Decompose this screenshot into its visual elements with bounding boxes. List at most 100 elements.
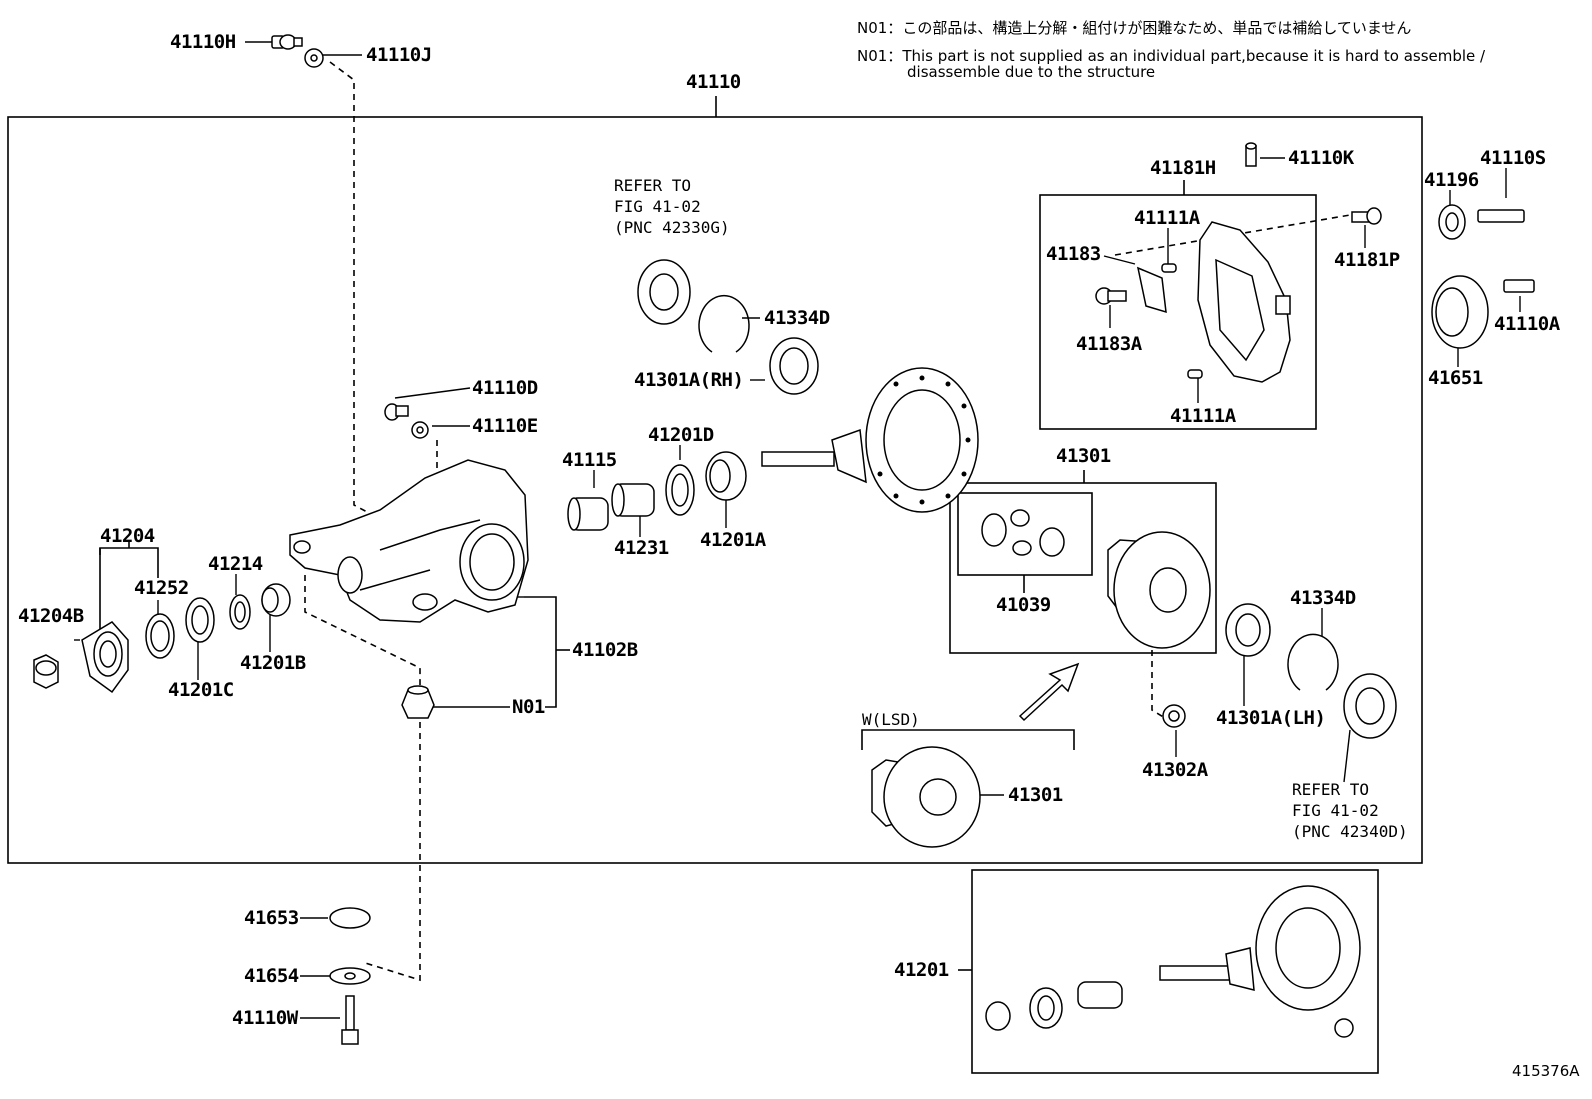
bolt-41110D-icon — [384, 403, 409, 421]
part-label-41301A-LH[interactable]: 41301A(LH) — [1216, 707, 1326, 729]
ref-bot-line3: (PNC 42340D) — [1292, 822, 1408, 841]
spider-gear-set-41039-icon — [981, 509, 1065, 557]
part-label-41334D-bot[interactable]: 41334D — [1290, 587, 1356, 609]
diff-case-lsd-41301-icon — [871, 746, 981, 848]
gear-kit-41201-icon — [985, 885, 1361, 1038]
flange-41204-icon — [81, 621, 129, 694]
part-label-41110[interactable]: 41110 — [686, 71, 741, 93]
note-en-line2: disassemble due to the structure — [907, 63, 1156, 81]
part-label-N01[interactable]: N01 — [512, 696, 545, 718]
plug-41110K-icon — [1245, 142, 1257, 167]
group-box-41039 — [957, 492, 1093, 576]
part-label-41301-top[interactable]: 41301 — [1056, 445, 1111, 467]
part-label-41110E[interactable]: 41110E — [472, 415, 538, 437]
part-label-41110K[interactable]: 41110K — [1288, 147, 1354, 169]
part-label-41110H[interactable]: 41110H — [170, 31, 236, 53]
collar-41231-icon — [611, 483, 655, 517]
note-en-line1: N01：This part is not supplied as an indi… — [857, 48, 1485, 65]
diff-case-41301-icon — [1107, 531, 1211, 649]
bolt-41110W-icon — [341, 995, 359, 1045]
ref-top-line1: REFER TO — [614, 176, 692, 195]
part-label-41111A-top[interactable]: 41111A — [1134, 207, 1200, 229]
part-label-41214[interactable]: 41214 — [208, 553, 263, 575]
bolt-41181P-icon — [1351, 207, 1382, 225]
washer-41201D-icon — [665, 464, 695, 516]
ref-bot-line2: FIG 41-02 — [1292, 801, 1379, 820]
part-label-41204B[interactable]: 41204B — [18, 605, 84, 627]
part-label-41201C[interactable]: 41201C — [168, 679, 234, 701]
part-label-41110A[interactable]: 41110A — [1494, 313, 1560, 335]
part-label-41110W[interactable]: 41110W — [232, 1007, 298, 1029]
note-jp: N01：この部品は、構造上分解・組付けが困難なため、単品では補給していません — [857, 20, 1411, 37]
rear-cover-41181H-icon — [1197, 221, 1291, 383]
part-label-41201D[interactable]: 41201D — [648, 424, 714, 446]
note-jp-text: この部品は、構造上分解・組付けが困難なため、単品では補給していません — [902, 19, 1412, 37]
part-label-41110J[interactable]: 41110J — [366, 44, 432, 66]
oil-seal-ref-bot-icon — [1343, 673, 1397, 739]
bolt-41183A-icon — [1095, 287, 1127, 305]
figure-id: 415376A — [1512, 1062, 1580, 1080]
ref-bot-line1: REFER TO — [1292, 780, 1370, 799]
bolt-41110H-icon — [271, 34, 303, 50]
part-label-41110S[interactable]: 41110S — [1480, 147, 1546, 169]
part-label-41039[interactable]: 41039 — [996, 594, 1051, 616]
part-label-41654[interactable]: 41654 — [244, 965, 299, 987]
part-label-41301-lsd[interactable]: 41301 — [1008, 784, 1063, 806]
note-jp-prefix: N01： — [857, 19, 903, 37]
bearing-41301A-RH-icon — [769, 337, 819, 395]
gasket-41183-icon — [1136, 266, 1167, 314]
part-label-41111A-bot[interactable]: 41111A — [1170, 405, 1236, 427]
spacer-41115-icon — [567, 497, 609, 531]
part-label-41201A[interactable]: 41201A — [700, 529, 766, 551]
bolt-41110S-icon — [1477, 209, 1525, 223]
mount-N01-icon — [401, 685, 435, 719]
part-label-41231[interactable]: 41231 — [614, 537, 669, 559]
ring-pinion-gear-icon — [761, 367, 979, 513]
part-label-41181P[interactable]: 41181P — [1334, 249, 1400, 271]
part-label-41302A[interactable]: 41302A — [1142, 759, 1208, 781]
bearing-41301A-LH-icon — [1225, 603, 1271, 657]
part-label-41183A[interactable]: 41183A — [1076, 333, 1142, 355]
part-label-41181H[interactable]: 41181H — [1150, 157, 1216, 179]
label-w-lsd: W(LSD) — [862, 710, 920, 729]
bolt-41302A-icon — [1162, 704, 1186, 728]
part-label-41204[interactable]: 41204 — [100, 525, 155, 547]
note-en-text: This part is not supplied as an individu… — [902, 47, 1486, 65]
ref-top-line2: FIG 41-02 — [614, 197, 701, 216]
oil-seal-ref-top-icon — [637, 259, 691, 325]
part-label-41301A-RH[interactable]: 41301A(RH) — [634, 369, 744, 391]
washer-41654-icon — [329, 967, 371, 985]
bearing-41201A-icon — [705, 451, 747, 501]
washer-41110J-icon — [304, 48, 324, 68]
cushion-41653-icon — [329, 907, 371, 929]
part-label-41201B[interactable]: 41201B — [240, 652, 306, 674]
part-label-41115[interactable]: 41115 — [562, 449, 617, 471]
part-label-41653[interactable]: 41653 — [244, 907, 299, 929]
bolt-41110A-icon — [1503, 279, 1535, 293]
part-label-41110D[interactable]: 41110D — [472, 377, 538, 399]
snap-ring-41334D-top-icon — [698, 295, 750, 353]
pin-41111A-top-icon — [1161, 263, 1177, 273]
ref-top-line3: (PNC 42330G) — [614, 218, 730, 237]
bearing-41196-icon — [1438, 204, 1466, 240]
group-box-41301 — [949, 482, 1217, 654]
part-label-41183[interactable]: 41183 — [1046, 243, 1101, 265]
group-box-41201 — [971, 869, 1379, 1074]
note-en-prefix: N01： — [857, 47, 903, 65]
group-box-41181H — [1039, 194, 1317, 430]
part-label-41201[interactable]: 41201 — [894, 959, 949, 981]
part-label-41651[interactable]: 41651 — [1428, 367, 1483, 389]
carrier-housing-41102B-icon — [289, 459, 529, 623]
part-label-41196[interactable]: 41196 — [1424, 169, 1479, 191]
part-label-41252[interactable]: 41252 — [134, 577, 189, 599]
bearing-41201B-icon — [261, 583, 291, 617]
assembly-frame-41110 — [7, 116, 1423, 864]
washer-41214-icon — [229, 594, 251, 630]
part-label-41334D-top[interactable]: 41334D — [764, 307, 830, 329]
washer-41110E-icon — [411, 421, 429, 439]
seal-41252-icon — [145, 613, 175, 659]
part-label-41102B[interactable]: 41102B — [572, 639, 638, 661]
oil-seal-41201C-icon — [185, 597, 215, 643]
pin-41111A-bot-icon — [1187, 369, 1203, 379]
